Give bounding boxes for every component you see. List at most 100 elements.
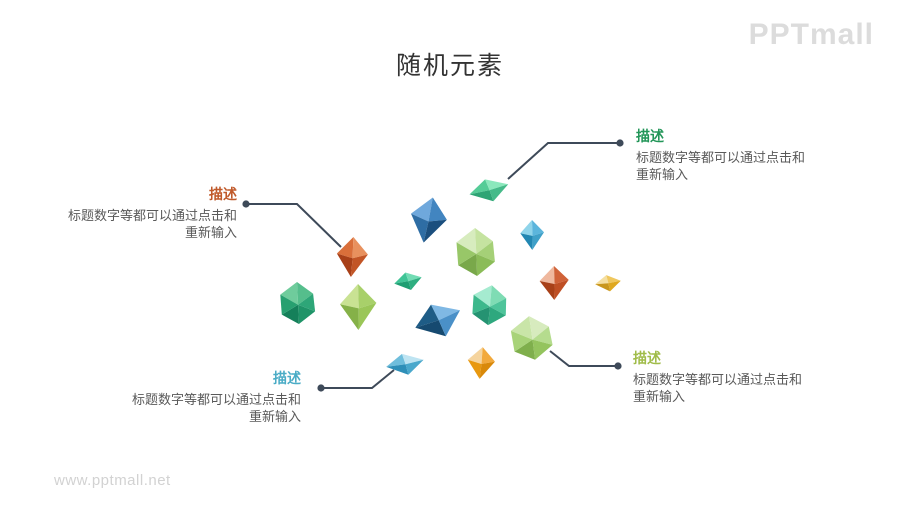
gem-teal-mint-hexa — [472, 285, 507, 326]
callout-body: 标题数字等都可以通过点击和 重新输入 — [636, 149, 831, 183]
gem-face — [467, 359, 482, 379]
callout-body: 标题数字等都可以通过点击和 重新输入 — [633, 371, 828, 405]
gem-face — [340, 304, 359, 330]
gem-face — [485, 179, 509, 191]
gem-blue-octa — [411, 197, 447, 243]
gem-green-teal-hexa — [280, 282, 316, 324]
gem-face — [595, 283, 610, 292]
gem-face — [336, 237, 354, 259]
gem-face — [479, 361, 495, 379]
gem-blue-flat-center — [415, 304, 460, 337]
gem-face — [489, 285, 507, 307]
gem-face — [438, 310, 460, 337]
gem-mint-flat-small — [394, 272, 422, 290]
page-title: 随机元素 — [395, 52, 504, 80]
connector-dot — [614, 362, 622, 370]
gem-face — [467, 347, 483, 364]
gem-face — [298, 304, 316, 324]
gem-face — [520, 220, 533, 236]
gem-face — [532, 339, 553, 360]
gem-face — [481, 347, 495, 364]
callout-label: 描述 — [633, 350, 661, 366]
gem-face — [476, 253, 495, 276]
gem-face — [336, 253, 353, 277]
callout-bottom-right: 描述 标题数字等都可以通过点击和 重新输入 — [633, 348, 828, 405]
gem-face — [608, 280, 621, 292]
gem-face — [411, 213, 429, 243]
gem-face — [423, 219, 447, 243]
callout-label: 描述 — [636, 128, 664, 144]
callout-body-line2: 重新输入 — [184, 225, 237, 240]
gem-face — [352, 237, 368, 259]
gem-teal-octa-small — [520, 220, 544, 250]
callout-body-line2: 重新输入 — [636, 167, 689, 182]
callout-body: 标题数字等都可以通过点击和 重新输入 — [105, 391, 301, 425]
gem-big-lime-hexa — [510, 316, 553, 360]
gem-face — [428, 197, 447, 222]
gem-face — [476, 241, 495, 262]
gem-face — [415, 304, 439, 328]
gem-face — [411, 197, 433, 222]
gem-face — [405, 272, 422, 282]
gem-face — [472, 294, 490, 314]
gem-face — [458, 253, 478, 276]
gem-face — [529, 316, 549, 340]
callout-body-line2: 重新输入 — [248, 409, 301, 424]
gem-face — [456, 228, 477, 254]
gem-face — [554, 279, 569, 300]
callout-top-left: 描述 标题数字等都可以通过点击和 重新输入 — [40, 184, 237, 241]
connector-line-3 — [549, 350, 622, 370]
gem-face — [475, 228, 493, 254]
connector-dot — [616, 139, 624, 147]
callout-body-line1: 标题数字等都可以通过点击和 — [633, 372, 803, 387]
gem-face — [402, 353, 424, 365]
watermark-url: www.pptmall.net — [54, 472, 171, 489]
callout-top-right: 描述 标题数字等都可以通过点击和 重新输入 — [636, 126, 831, 183]
gem-face — [280, 294, 299, 315]
gem-face — [358, 302, 377, 330]
gem-face — [488, 306, 506, 326]
gem-face — [606, 275, 621, 284]
gem-face — [532, 326, 553, 345]
gem-face — [298, 293, 316, 312]
callout-body: 标题数字等都可以通过点击和 重新输入 — [40, 207, 237, 241]
callout-bottom-left: 描述 标题数字等都可以通过点击和 重新输入 — [105, 368, 301, 425]
callout-body-line1: 标题数字等都可以通过点击和 — [67, 208, 237, 223]
gem-face — [510, 316, 533, 340]
callout-label: 描述 — [209, 186, 237, 202]
gem-face — [539, 266, 555, 284]
gem-face — [520, 233, 533, 250]
gem-orange-octa-bottom — [467, 347, 495, 379]
gem-face — [386, 353, 406, 367]
connector-dot — [317, 384, 325, 392]
gem-lightgreen-hexa — [456, 228, 495, 276]
gem-face — [473, 285, 492, 307]
gem-orangered-octa-right — [539, 266, 569, 300]
callout-label: 描述 — [273, 370, 301, 386]
gem-orange-octa-left — [336, 237, 368, 277]
gem-face — [469, 190, 494, 202]
connector-dot — [242, 200, 250, 208]
gem-face — [415, 320, 446, 337]
gem-face — [405, 359, 424, 375]
gem-face — [595, 275, 609, 285]
callout-body-line1: 标题数字等都可以通过点击和 — [131, 392, 301, 407]
gem-face — [554, 266, 569, 284]
gem-face — [510, 330, 533, 352]
gem-face — [456, 242, 477, 266]
connector-line-0 — [242, 200, 342, 248]
gem-face — [340, 284, 359, 309]
gem-lightblue-flat — [386, 353, 424, 375]
gem-face — [281, 304, 299, 324]
gem-face — [489, 184, 509, 202]
gem-face — [431, 304, 460, 321]
gem-face — [280, 282, 299, 305]
gem-face — [472, 306, 490, 326]
gem-face — [386, 364, 409, 375]
gem-face — [539, 281, 555, 300]
gem-face — [532, 220, 544, 236]
gem-face — [394, 272, 409, 284]
gem-face — [532, 232, 544, 250]
gem-face — [469, 179, 490, 195]
